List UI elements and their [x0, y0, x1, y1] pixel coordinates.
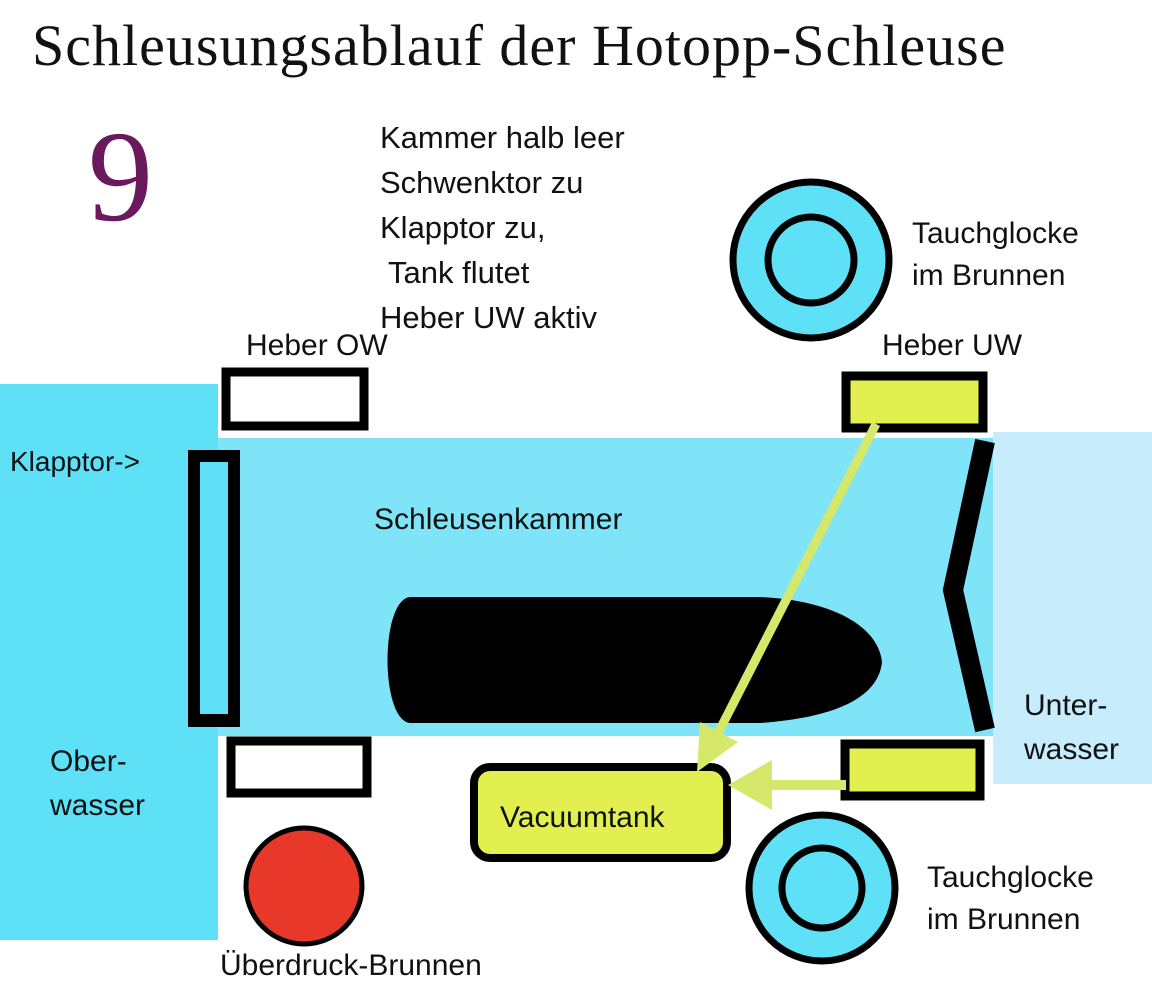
unterwasser-area	[993, 432, 1152, 784]
oberwasser-label-2: wasser	[50, 789, 146, 822]
arrow-heber-uw-top-to-tank	[707, 421, 881, 748]
status-line: Heber UW aktiv	[380, 300, 598, 335]
schleusenkammer-label: Schleusenkammer	[374, 503, 623, 536]
heber-ow-bottom-box	[226, 736, 372, 798]
status-line: Schwenktor zu	[380, 165, 584, 200]
status-line: Kammer halb leer	[380, 120, 625, 155]
klapptor-label: Klapptor->	[10, 446, 140, 477]
tauchglocke-top-label-2: im Brunnen	[912, 259, 1066, 292]
arrow-head-horizontal	[728, 760, 772, 810]
heber-ow-top-box	[221, 367, 369, 431]
tauchglocke-top-label-1: Tauchglocke	[912, 217, 1079, 250]
status-line: Tank flutet	[380, 255, 530, 290]
vacuumtank-label: Vacuumtank	[500, 801, 665, 834]
status-text: Kammer halb leer Schwenktor zu Klapptor …	[380, 115, 625, 340]
unterwasser-label-2: wasser	[1024, 733, 1120, 766]
klapptor-gate-inner	[200, 462, 228, 714]
heber-uw-bottom-box	[840, 739, 985, 801]
ship	[387, 597, 882, 723]
heber-ow-label: Heber OW	[246, 329, 388, 362]
tauchglocke-bottom-label-2: im Brunnen	[927, 903, 1081, 936]
page-title: Schleusungsablauf der Hotopp-Schleuse	[32, 13, 1007, 78]
arrow-head-diagonal	[697, 722, 738, 772]
schwenktor-gate	[942, 438, 995, 733]
ueberdruck-brunnen-circle	[243, 825, 365, 947]
heber-uw-label: Heber UW	[882, 329, 1023, 362]
tauchglocke-bottom-label-1: Tauchglocke	[927, 861, 1094, 894]
tauchglocke-bottom-inner	[778, 844, 866, 932]
oberwasser-area	[0, 384, 218, 940]
heber-uw-top-box	[841, 371, 988, 433]
status-line: Klapptor zu,	[380, 210, 546, 245]
oberwasser-label-1: Ober-	[50, 745, 127, 778]
step-number: 9	[88, 105, 153, 249]
ueberdruck-brunnen-label: Überdruck-Brunnen	[220, 949, 482, 982]
tauchglocke-top-inner	[764, 213, 858, 307]
vacuumtank-box	[470, 763, 731, 862]
unterwasser-label-1: Unter-	[1024, 689, 1108, 722]
